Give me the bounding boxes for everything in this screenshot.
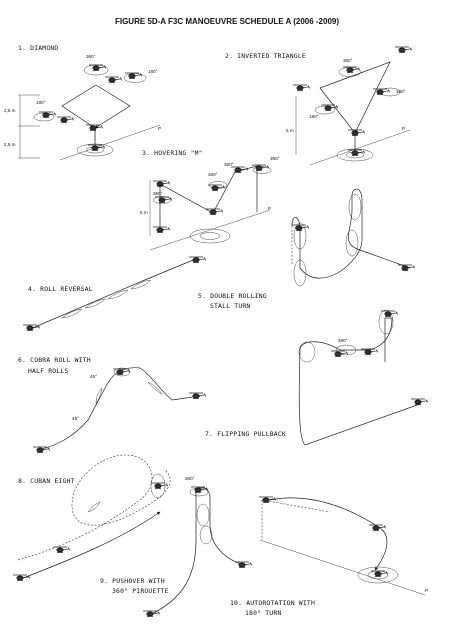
flipping-pullback-path: [298, 317, 421, 446]
triangle-dist: 5 m: [286, 128, 294, 133]
diamond-180-right: 180°: [148, 69, 158, 74]
stall-roll-1: [293, 222, 307, 250]
figure-title: FIGURE 5D-A F3C MANOEUVRE SCHEDULE A (20…: [115, 17, 339, 26]
manoeuvre-10-label-line1: 10. AUTOROTATION WITH: [230, 599, 315, 607]
cuban-eight-path: [17, 454, 171, 561]
hovering-360-right: 360°: [270, 156, 280, 161]
double-rolling-stall-turn-manoeuvre: [291, 188, 415, 287]
pushover-path: [149, 487, 246, 616]
cobra-angle-upper: 45°: [90, 374, 97, 379]
diamond-pilot-marker: P: [158, 126, 161, 131]
triangle-360: 360°: [343, 58, 353, 63]
autorotation-pilot-marker: P: [425, 588, 428, 593]
manoeuvre-6-label-line1: 6. COBRA ROLL WITH: [18, 356, 91, 364]
manoeuvre-10-label-line2: 180° TURN: [245, 609, 281, 617]
diamond-dist-upper: 2,5 m: [4, 108, 16, 113]
diamond-dist-lower: 2,5 m: [4, 142, 16, 147]
triangle-180-left: 180°: [309, 114, 319, 119]
autorotation-path: [269, 497, 388, 571]
roll-reversal-path: [27, 257, 199, 331]
flipping-pullback-manoeuvre: 360°: [298, 309, 428, 446]
pullback-360: 360°: [338, 338, 348, 343]
cobra-roll-manoeuvre: 45° 45°: [32, 367, 206, 453]
manoeuvre-4-label: 4. ROLL REVERSAL: [28, 285, 93, 293]
roll-reversal-manoeuvre: [22, 256, 206, 331]
hovering-360-mid: 360°: [208, 172, 218, 177]
stall-roll-4: [345, 229, 359, 257]
diamond-180-left: 180°: [36, 100, 46, 105]
manoeuvre-1-label: 1. DIAMOND: [18, 44, 58, 52]
cobra-angle-lower: 45°: [72, 416, 79, 421]
triangle-ground-line: [309, 129, 411, 166]
manoeuvre-2-label: 2. INVERTED TRIANGLE: [225, 52, 306, 60]
triangle-180-right: 180°: [396, 89, 406, 94]
hovering-360-left: 360°: [153, 191, 163, 196]
stall-roll-2: [293, 259, 307, 287]
diamond-ground-line: [59, 124, 161, 161]
diamond-manoeuvre: 360° 180° 180° 2,5 m 2,5 m P: [4, 54, 161, 161]
inverted-triangle-manoeuvre: 360° 180° 180° 5 m P: [286, 46, 412, 166]
hovering-dist: 5 m: [140, 210, 148, 215]
autorotation-manoeuvre: P: [258, 496, 428, 596]
triangle-pilot-marker: P: [402, 126, 405, 131]
hovering-ground-line: [149, 209, 271, 251]
pushover-360: 360°: [185, 476, 195, 481]
manoeuvre-5-label-line2: STALL TURN: [210, 302, 250, 310]
hovering-m-manoeuvre: 360° 360° 360° 360° 5 m P: [140, 156, 280, 251]
diamond-360-top: 360°: [86, 54, 96, 59]
cobra-roll-path: [37, 367, 201, 451]
manoeuvre-3-label: 3. HOVERING "M": [142, 149, 203, 157]
autorotation-landing-circle: [357, 566, 399, 584]
pullback-flip-right: [378, 309, 394, 335]
stall-roll-3: [348, 193, 362, 221]
pushover-manoeuvre: 360°: [142, 476, 252, 617]
manoeuvre-9-label-line1: 9. PUSHOVER WITH: [100, 577, 165, 585]
pullback-flip-left: [298, 341, 316, 363]
stall-turn-path: [291, 188, 411, 279]
hovering-pilot-marker: P: [268, 206, 271, 211]
manoeuvre-9-label-line2: 360° PIROUETTE: [112, 587, 169, 595]
manoeuvre-7-label: 7. FLIPPING PULLBACK: [205, 430, 286, 438]
autorotation-ground-line: [259, 539, 426, 596]
diamond-path: [61, 84, 131, 147]
hovering-360-top: 360°: [224, 162, 234, 167]
cuban-eight-manoeuvre: [12, 454, 171, 581]
manoeuvre-5-label-line1: 5. DOUBLE ROLLING: [198, 292, 267, 300]
hovering-m-path: [159, 165, 258, 230]
manoeuvre-6-label-line2: HALF ROLLS: [28, 367, 68, 375]
manoeuvre-8-label: 8. CUBAN EIGHT: [18, 477, 75, 485]
triangle-path: [319, 61, 391, 152]
